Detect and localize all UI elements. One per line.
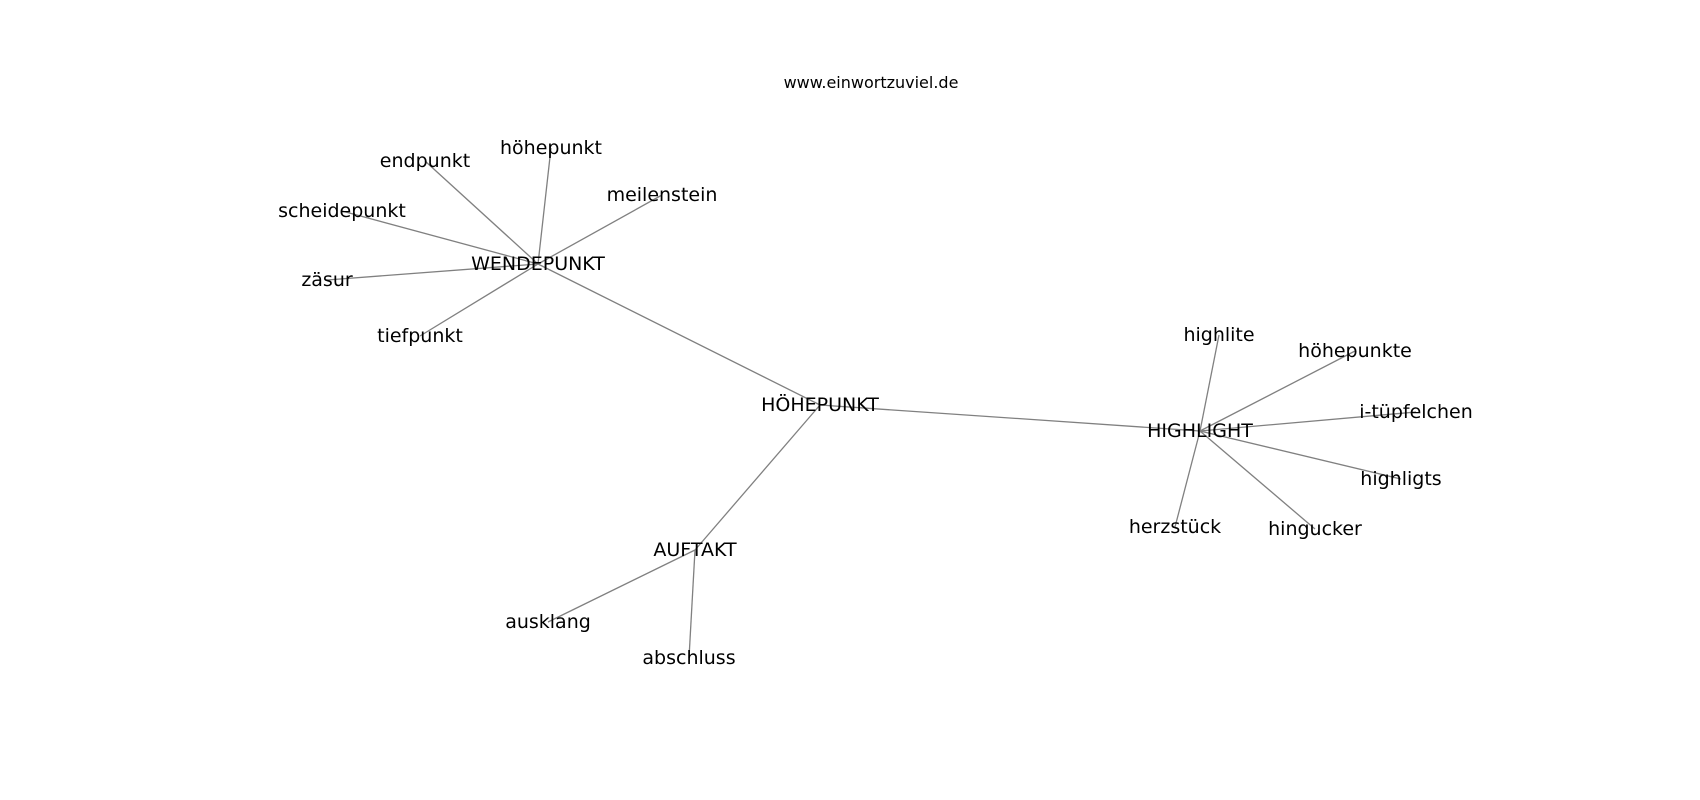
node-label-herzstueck: herzstück [1129, 516, 1221, 538]
node-label-meilenstein: meilenstein [607, 184, 718, 206]
edge-hoehepunkt_main-auftakt [694, 404, 821, 551]
node-label-hoehepunkt-main: HÖHEPUNKT [761, 393, 879, 416]
node-label-ausklang: ausklang [505, 611, 591, 633]
edge-wendepunkt-scheidepunkt [341, 210, 539, 265]
edge-highlight-herzstueck [1174, 430, 1201, 528]
edge-wendepunkt-tiefpunkt [419, 263, 539, 337]
node-label-hoehepunkt: höhepunkt [500, 137, 602, 159]
edge-wendepunkt-endpunkt [424, 160, 539, 265]
node-label-scheidepunkt: scheidepunkt [278, 200, 406, 222]
edge-highlight-hingucker [1199, 430, 1316, 530]
node-label-endpunkt: endpunkt [380, 150, 470, 172]
node-label-highlight: HIGHLIGHT [1147, 420, 1253, 442]
node-label-abschluss: abschluss [642, 647, 735, 669]
node-label-auftakt: AUFTAKT [653, 539, 737, 561]
edge-highlight-hoehepunkte [1199, 350, 1356, 432]
edge-highlight-highlite [1199, 334, 1220, 432]
edge-highlight-highligts [1199, 430, 1402, 480]
graph-title: www.einwortzuviel.de [784, 73, 959, 92]
edge-auftakt-ausklang [547, 549, 696, 623]
node-label-hingucker: hingucker [1268, 518, 1362, 540]
edge-wendepunkt-zaesur [326, 263, 539, 281]
edge-highlight-i_tuepfelchen [1199, 411, 1417, 432]
node-label-zaesur: zäsur [301, 269, 353, 291]
node-label-tiefpunkt: tiefpunkt [377, 325, 463, 347]
node-label-wendepunkt: WENDEPUNKT [471, 253, 605, 275]
edge-hoehepunkt_main-highlight [819, 404, 1201, 432]
nodes-layer: HÖHEPUNKT WENDEPUNKT HIGHLIGHT AUFTAKT endpu… [278, 137, 1473, 669]
node-label-hoehepunkte: höhepunkte [1298, 340, 1412, 362]
node-label-highlite: highlite [1183, 324, 1254, 346]
node-label-i-tuepfelchen: i-tüpfelchen [1359, 401, 1473, 423]
node-label-highligts: highligts [1360, 468, 1441, 490]
edge-auftakt-abschluss [688, 549, 696, 659]
edge-wendepunkt-hoehepunkt [537, 147, 552, 265]
edge-hoehepunkt_main-wendepunkt [537, 263, 821, 406]
edges-layer [326, 147, 1417, 659]
edge-wendepunkt-meilenstein [537, 194, 663, 265]
